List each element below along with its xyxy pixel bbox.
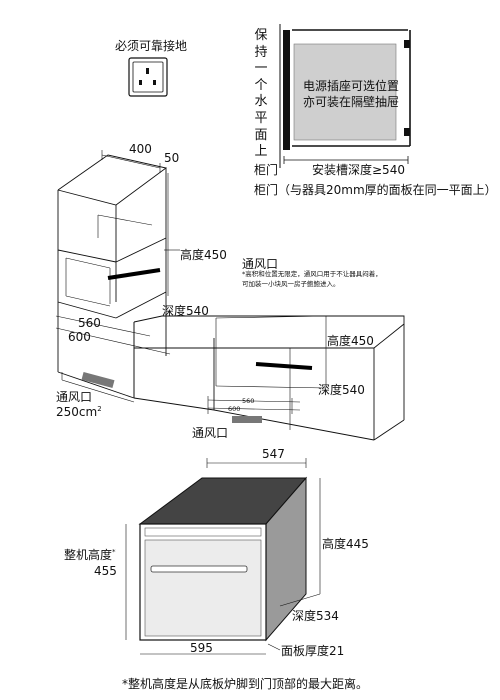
wall-socket-icon [128, 57, 168, 97]
vent-note-line2: 可加装一小块风一房子鲍鲍进入。 [242, 280, 340, 288]
cabinet-door-label: 柜门 [254, 163, 279, 177]
appliance-top-width: 547 [262, 447, 285, 461]
tall-cabinet-width: 400 [129, 142, 152, 156]
tall-cabinet-height: 高度450 [180, 248, 227, 262]
tall-cabinet-560: 560 [78, 316, 101, 330]
tall-cabinet-vent: 通风口 [242, 257, 279, 271]
base-cabinet-depth: 深度540 [318, 383, 365, 397]
groove-depth-label: 安装槽深度≥540 [312, 163, 405, 177]
bottom-vent-label: 通风口 [56, 390, 93, 404]
appliance-height: 高度445 [322, 537, 369, 551]
vent-note-line1: *高积和位置无限定，通风口用于不让器具闷着， [242, 270, 382, 278]
socket-grounding-label: 必须可靠接地 [115, 39, 188, 53]
overall-height-label: 整机高度* [64, 548, 116, 562]
socket-position-note: 电源插座可选位置 [303, 79, 400, 93]
door-flush-note: 柜门（与器具20mm厚的面板在同一平面上） [254, 183, 497, 197]
appliance-drawing [125, 458, 321, 655]
appliance-front-width: 595 [190, 641, 213, 655]
base-cabinet-vent: 通风口 [192, 426, 229, 440]
overall-height-value: 455 [94, 564, 117, 578]
panel-thickness: 面板厚度21 [281, 644, 345, 658]
tall-cabinet-600: 600 [68, 330, 91, 344]
cabinet-section-drawing [279, 24, 411, 168]
drawer-option-note: 亦可装在隔壁抽屉 [303, 95, 400, 109]
tall-cabinet-drawing [55, 150, 180, 403]
base-cabinet-560: 560 [242, 397, 255, 405]
keep-level-label: 保持一个水平面上 [254, 28, 268, 160]
base-cabinet-height: 高度450 [327, 334, 374, 348]
tall-cabinet-gap: 50 [164, 151, 180, 165]
base-cabinet-600: 600 [228, 405, 241, 413]
appliance-depth: 深度534 [292, 609, 339, 623]
overall-height-footnote: *整机高度是从底板炉脚到门顶部的最大距离。 [122, 677, 369, 691]
tall-cabinet-depth: 深度540 [162, 304, 209, 318]
bottom-vent-area: 250cm2 [56, 405, 102, 419]
base-cabinet-drawing [133, 315, 405, 441]
